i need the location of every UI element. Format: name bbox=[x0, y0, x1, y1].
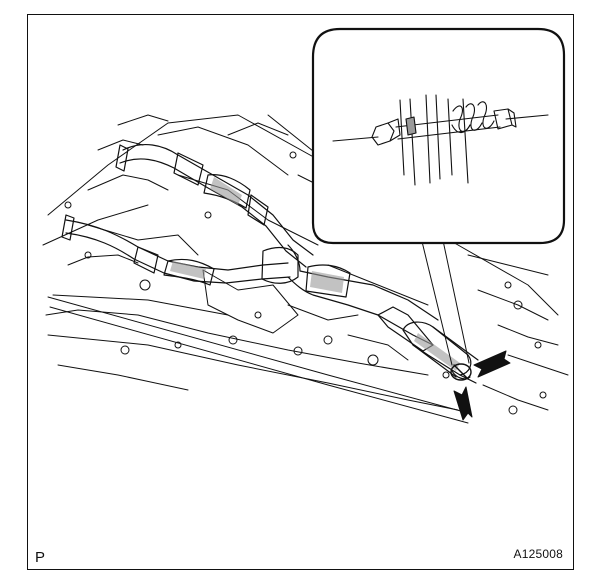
arrow-upper bbox=[473, 350, 511, 378]
exhaust-pipe-lower bbox=[61, 214, 291, 286]
exhaust-pipe-upper bbox=[115, 143, 314, 268]
inset-bolt-assembly bbox=[332, 94, 549, 186]
exhaust-system-illustration bbox=[42, 27, 569, 424]
indicator-arrows bbox=[453, 350, 511, 421]
clamp-location bbox=[450, 363, 472, 381]
page-code-label: P bbox=[35, 549, 46, 566]
arrow-lower bbox=[453, 386, 473, 421]
illustration-frame: P A125008 bbox=[27, 14, 574, 570]
detail-inset bbox=[311, 27, 566, 245]
callout-leader-lines bbox=[417, 224, 470, 366]
pipe-shading bbox=[170, 177, 460, 371]
exhaust-center-pipe bbox=[261, 244, 479, 384]
figure-id-label: A125008 bbox=[513, 547, 563, 561]
underbody-outline bbox=[42, 114, 569, 424]
bolt-hole-details bbox=[64, 151, 547, 415]
